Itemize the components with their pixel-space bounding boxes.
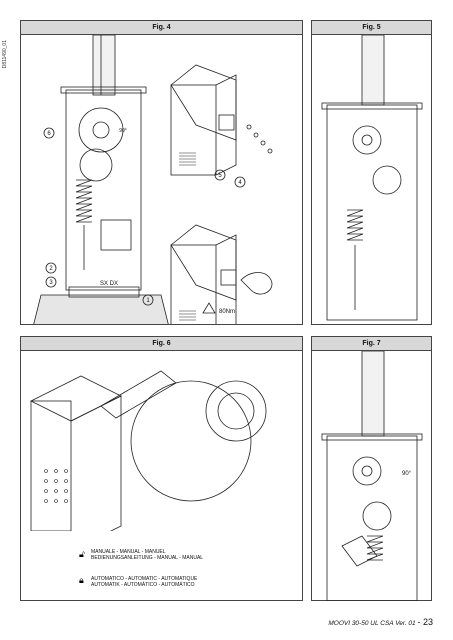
legend-manual-line2: BEDIENUNGSANLEITUNG - MANUAL - MANUAL bbox=[91, 555, 204, 561]
figure-4-drawing: 6 2 3 1 5 4 SX DX 80Nm 90° bbox=[33, 35, 273, 324]
figure-4-panel: Fig. 4 bbox=[20, 20, 303, 325]
figure-6-title: Fig. 6 bbox=[21, 337, 302, 351]
footer-product: MOOVI 30-50 UL CSA bbox=[328, 620, 394, 627]
footer-version: Ver. 01 bbox=[395, 620, 416, 627]
torque-label: 80Nm bbox=[219, 309, 235, 315]
page-number: - 23 bbox=[417, 617, 433, 627]
fig7-angle-label: 90° bbox=[402, 471, 412, 477]
callout-3: 3 bbox=[49, 280, 53, 286]
figure-5-panel: Fig. 5 bbox=[311, 20, 432, 325]
callout-1: 1 bbox=[146, 298, 150, 304]
callout-6: 6 bbox=[47, 131, 51, 137]
angle-label: 90° bbox=[119, 128, 127, 134]
page-footer: MOOVI 30-50 UL CSA Ver. 01 - 23 bbox=[328, 617, 433, 627]
callout-4: 4 bbox=[238, 180, 242, 186]
document-code: D811490_01 bbox=[2, 40, 8, 69]
figure-7-title: Fig. 7 bbox=[312, 337, 431, 351]
lock-icon: 🔒︎ bbox=[79, 575, 84, 585]
unlock-icon: 🔓︎ bbox=[79, 549, 85, 559]
legend-auto-line2: AUTOMATIK - AUTOMÁTICO - AUTOMÁTICO bbox=[91, 582, 195, 588]
figure-5-drawing bbox=[321, 35, 423, 321]
legend-auto-line1: AUTOMATICO - AUTOMATIC - AUTOMATIQUE bbox=[91, 576, 198, 582]
figure-7-panel: Fig. 7 90° bbox=[311, 336, 432, 601]
legend-manual-line1: MANUALE - MANUAL - MANUEL bbox=[91, 549, 166, 555]
figure-7-drawing: 90° bbox=[321, 351, 423, 601]
figure-6-drawing bbox=[30, 370, 267, 531]
figure-4-title: Fig. 4 bbox=[21, 21, 302, 35]
figure-6-panel: Fig. 6 🔓︎ MANUALE - MANUAL - MANUEL BEDI… bbox=[20, 336, 303, 601]
sx-dx-label: SX DX bbox=[100, 281, 118, 287]
figure-5-title: Fig. 5 bbox=[312, 21, 431, 35]
callout-2: 2 bbox=[49, 266, 53, 272]
callout-5: 5 bbox=[218, 173, 222, 179]
